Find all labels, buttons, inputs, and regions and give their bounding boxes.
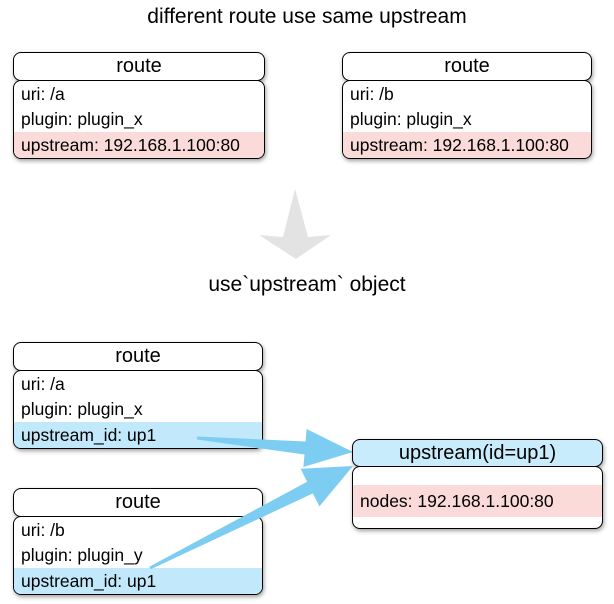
route-field-upstream: upstream: 192.168.1.100:80 [343, 131, 591, 158]
route-field-plugin: plugin: plugin_x [350, 109, 472, 130]
route-node-before-b: route uri: /b plugin: plugin_x upstream:… [342, 52, 592, 159]
flow-arrow-down-icon [259, 189, 331, 259]
node-title: route [444, 55, 490, 77]
node-title: route [115, 345, 161, 367]
route-body: uri: /a plugin: plugin_x upstream: 192.1… [13, 79, 265, 159]
route-node-after-a: route uri: /a plugin: plugin_x upstream_… [13, 342, 263, 449]
node-title: route [115, 491, 161, 513]
upstream-field-nodes: nodes: 192.168.1.100:80 [353, 484, 602, 517]
upstream-body: nodes: 192.168.1.100:80 [352, 465, 603, 529]
node-title: route [116, 55, 162, 77]
route-body: uri: /a plugin: plugin_x upstream_id: up… [13, 369, 263, 449]
route-header: route [342, 52, 592, 81]
route-field-plugin: plugin: plugin_y [21, 545, 143, 566]
section-title-after: use`upstream` object [208, 273, 406, 296]
route-field-plugin: plugin: plugin_x [21, 399, 143, 420]
route-field-upstream-id: upstream_id: up1 [14, 421, 262, 448]
route-field-upstream: upstream: 192.168.1.100:80 [14, 131, 264, 158]
section-title-before: different route use same upstream [147, 5, 467, 28]
route-field-plugin: plugin: plugin_x [21, 109, 143, 130]
route-node-before-a: route uri: /a plugin: plugin_x upstream:… [13, 52, 265, 159]
node-title: upstream(id=up1) [398, 442, 557, 464]
route-body: uri: /b plugin: plugin_x upstream: 192.1… [342, 79, 592, 159]
route-field-upstream-id: upstream_id: up1 [14, 567, 262, 594]
route-header: route [13, 52, 265, 81]
upstream-header: upstream(id=up1) [352, 439, 603, 467]
route-header: route [13, 342, 263, 371]
route-body: uri: /b plugin: plugin_y upstream_id: up… [13, 515, 263, 595]
route-field-uri: uri: /b [350, 83, 394, 104]
route-node-after-b: route uri: /b plugin: plugin_y upstream_… [13, 488, 263, 595]
route-header: route [13, 488, 263, 517]
route-field-uri: uri: /a [21, 373, 65, 394]
route-field-uri: uri: /a [21, 83, 65, 104]
upstream-node: upstream(id=up1) nodes: 192.168.1.100:80 [352, 439, 603, 529]
route-field-uri: uri: /b [21, 519, 65, 540]
